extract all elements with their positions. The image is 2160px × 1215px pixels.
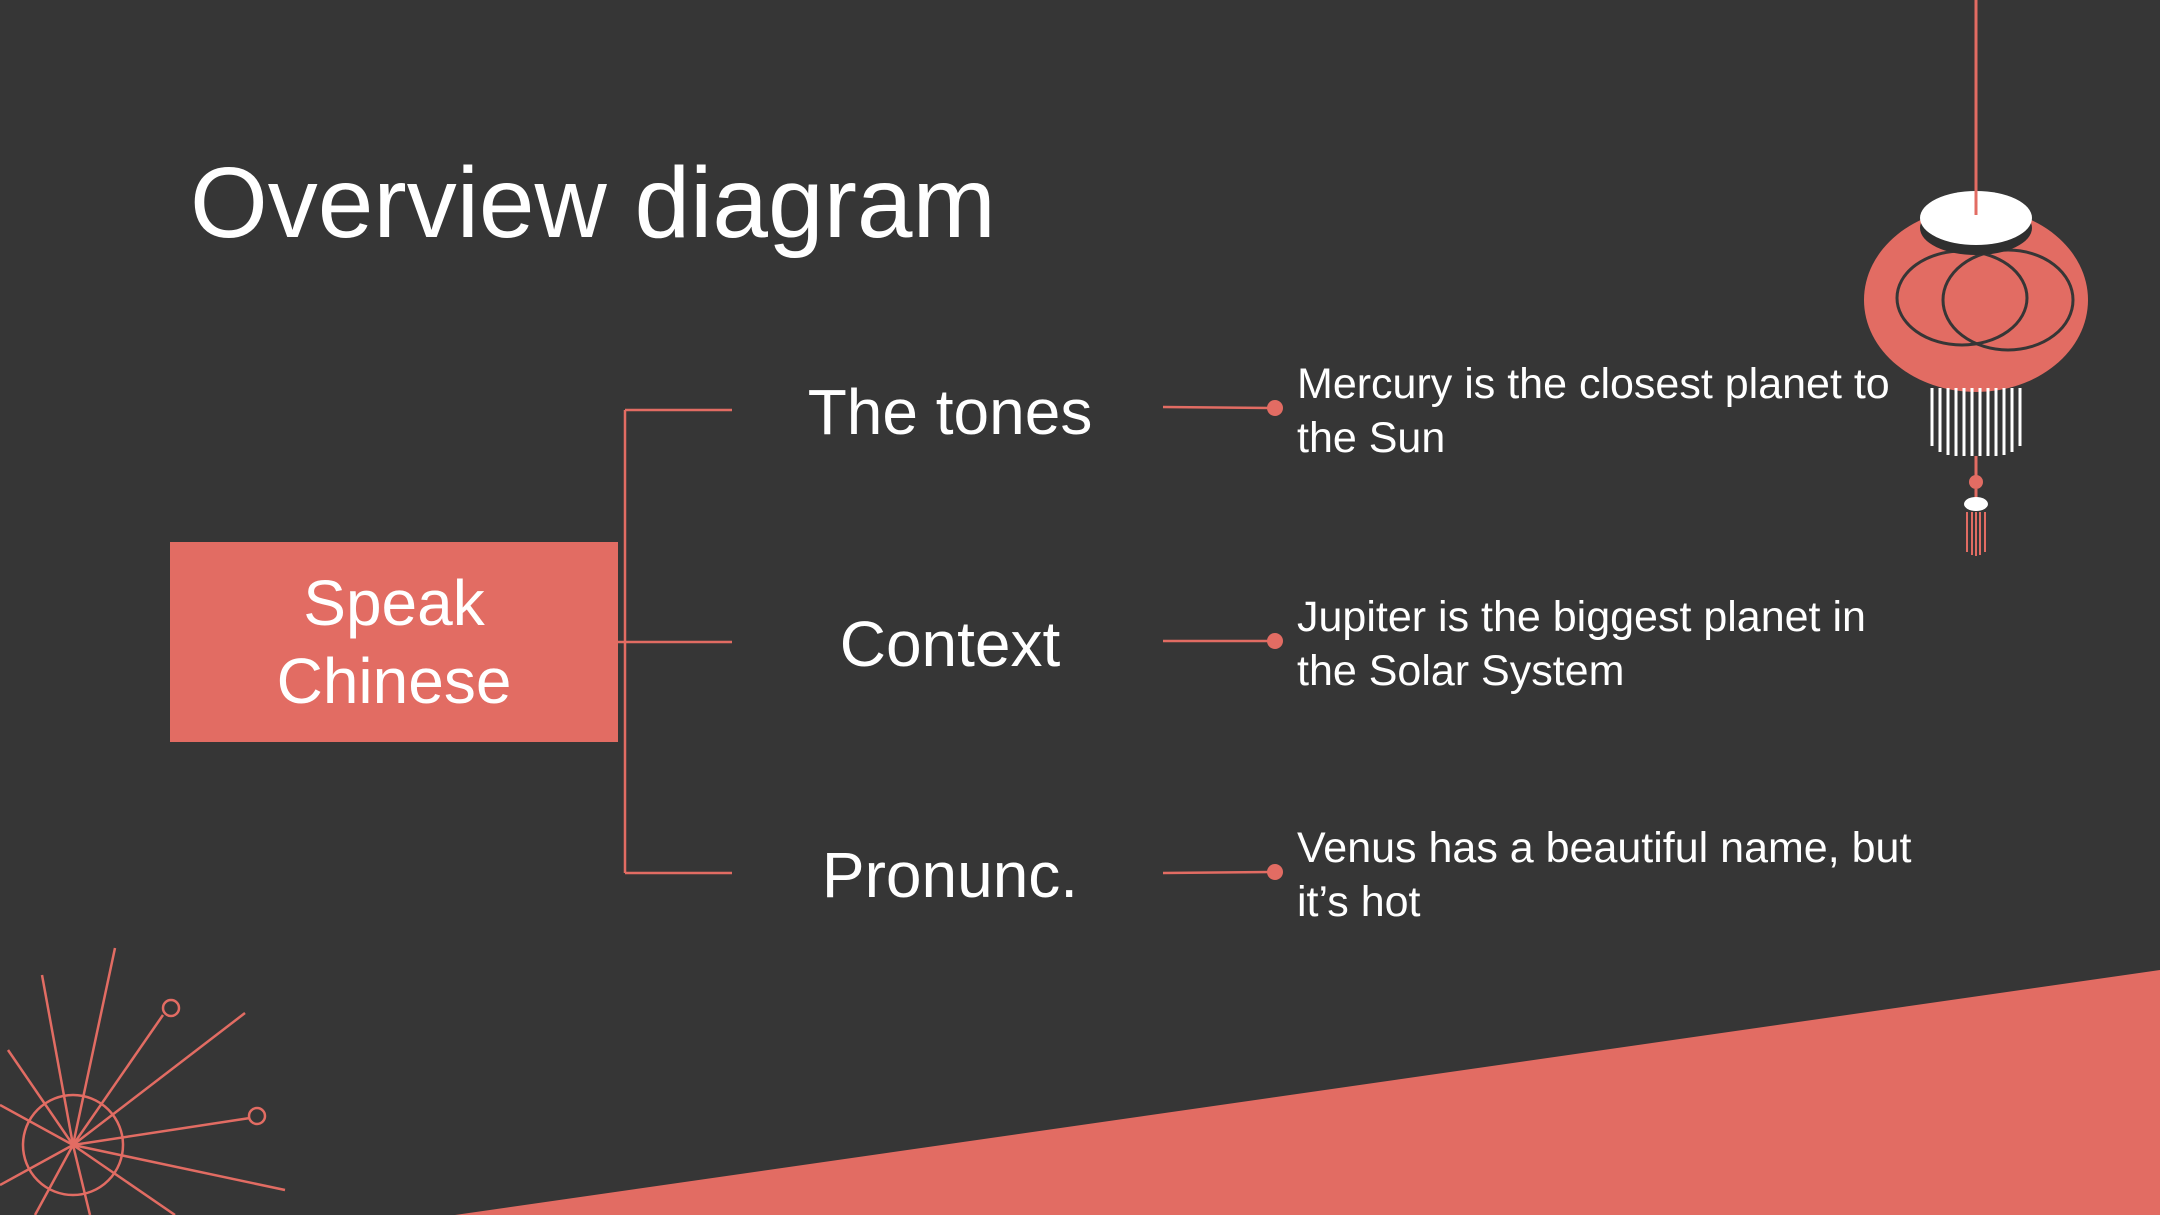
- branch-description-2: Jupiter is the biggest planet in the Sol…: [1297, 593, 1866, 695]
- branch-topic-1: The tones: [807, 376, 1093, 448]
- connector-desc-3: [1162, 870, 1273, 875]
- branch-topic-3: Pronunc.: [821, 839, 1079, 911]
- page-title: Overview diagram: [190, 147, 996, 259]
- tree-connectors: [618, 405, 1273, 875]
- root-node-label: Speak Chinese: [276, 566, 512, 717]
- connector-dot-1: [1267, 400, 1283, 416]
- branch-description-1: Mercury is the closest planet to the Sun: [1297, 360, 1890, 462]
- connector-dot-3: [1267, 864, 1283, 880]
- root-node: Speak Chinese: [170, 542, 618, 742]
- branch-topic-2: Context: [839, 608, 1061, 680]
- connector-dot-2: [1267, 633, 1283, 649]
- firework-icon: [0, 947, 286, 1215]
- connector-desc-1: [1162, 405, 1273, 410]
- lantern-icon: [1864, 0, 2088, 556]
- branch-description-3: Venus has a beautiful name, but it’s hot: [1297, 824, 1912, 926]
- bottom-accent-shape: [455, 970, 2160, 1215]
